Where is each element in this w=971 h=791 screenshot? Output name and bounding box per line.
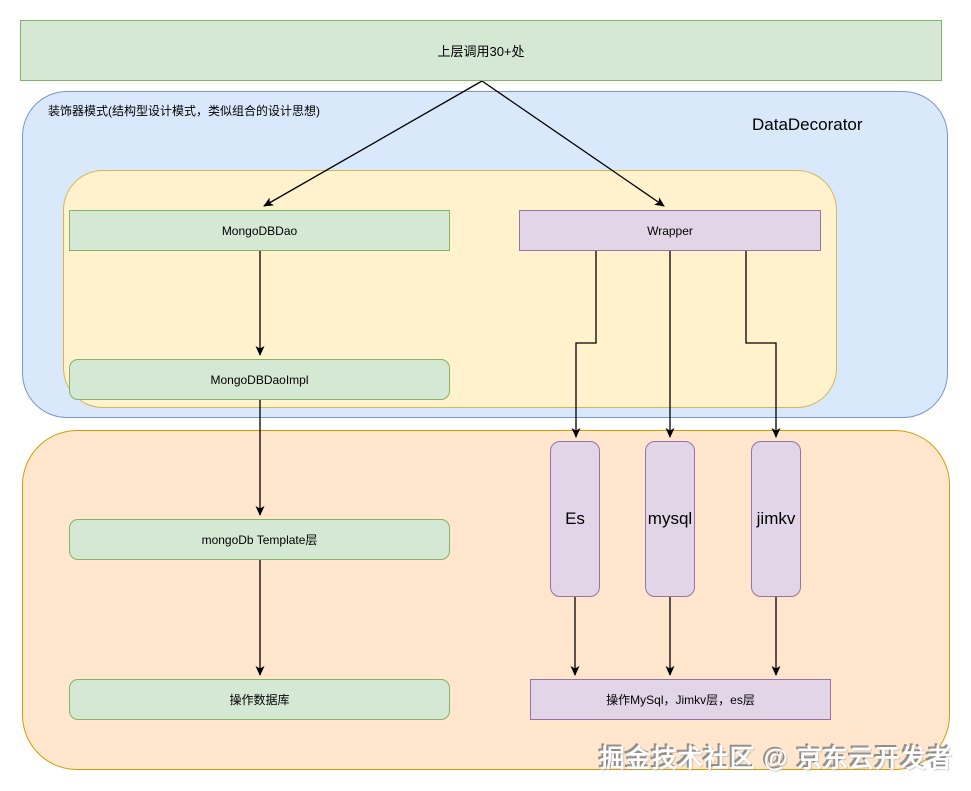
node-operate-backends: 操作MySql，Jimkv层，es层 xyxy=(530,679,831,720)
decorator-title: 装饰器模式(结构型设计模式，类似组合的设计思想) xyxy=(48,104,320,118)
node-es: Es xyxy=(550,441,600,597)
node-mongodbdaoimpl: MongoDBDaoImpl xyxy=(69,359,450,400)
node-upper-caller: 上层调用30+处 xyxy=(20,20,942,81)
node-wrapper: Wrapper xyxy=(519,210,821,251)
node-operate-database: 操作数据库 xyxy=(69,679,450,720)
node-mysql: mysql xyxy=(645,441,695,597)
node-mongodbdao: MongoDBDao xyxy=(69,210,450,251)
node-mongodb-template: mongoDb Template层 xyxy=(69,519,450,560)
watermark: 掘金技术社区 @ 京东云开发者 xyxy=(599,745,953,773)
decorator-badge: DataDecorator xyxy=(752,115,863,134)
node-jimkv: jimkv xyxy=(751,441,801,597)
